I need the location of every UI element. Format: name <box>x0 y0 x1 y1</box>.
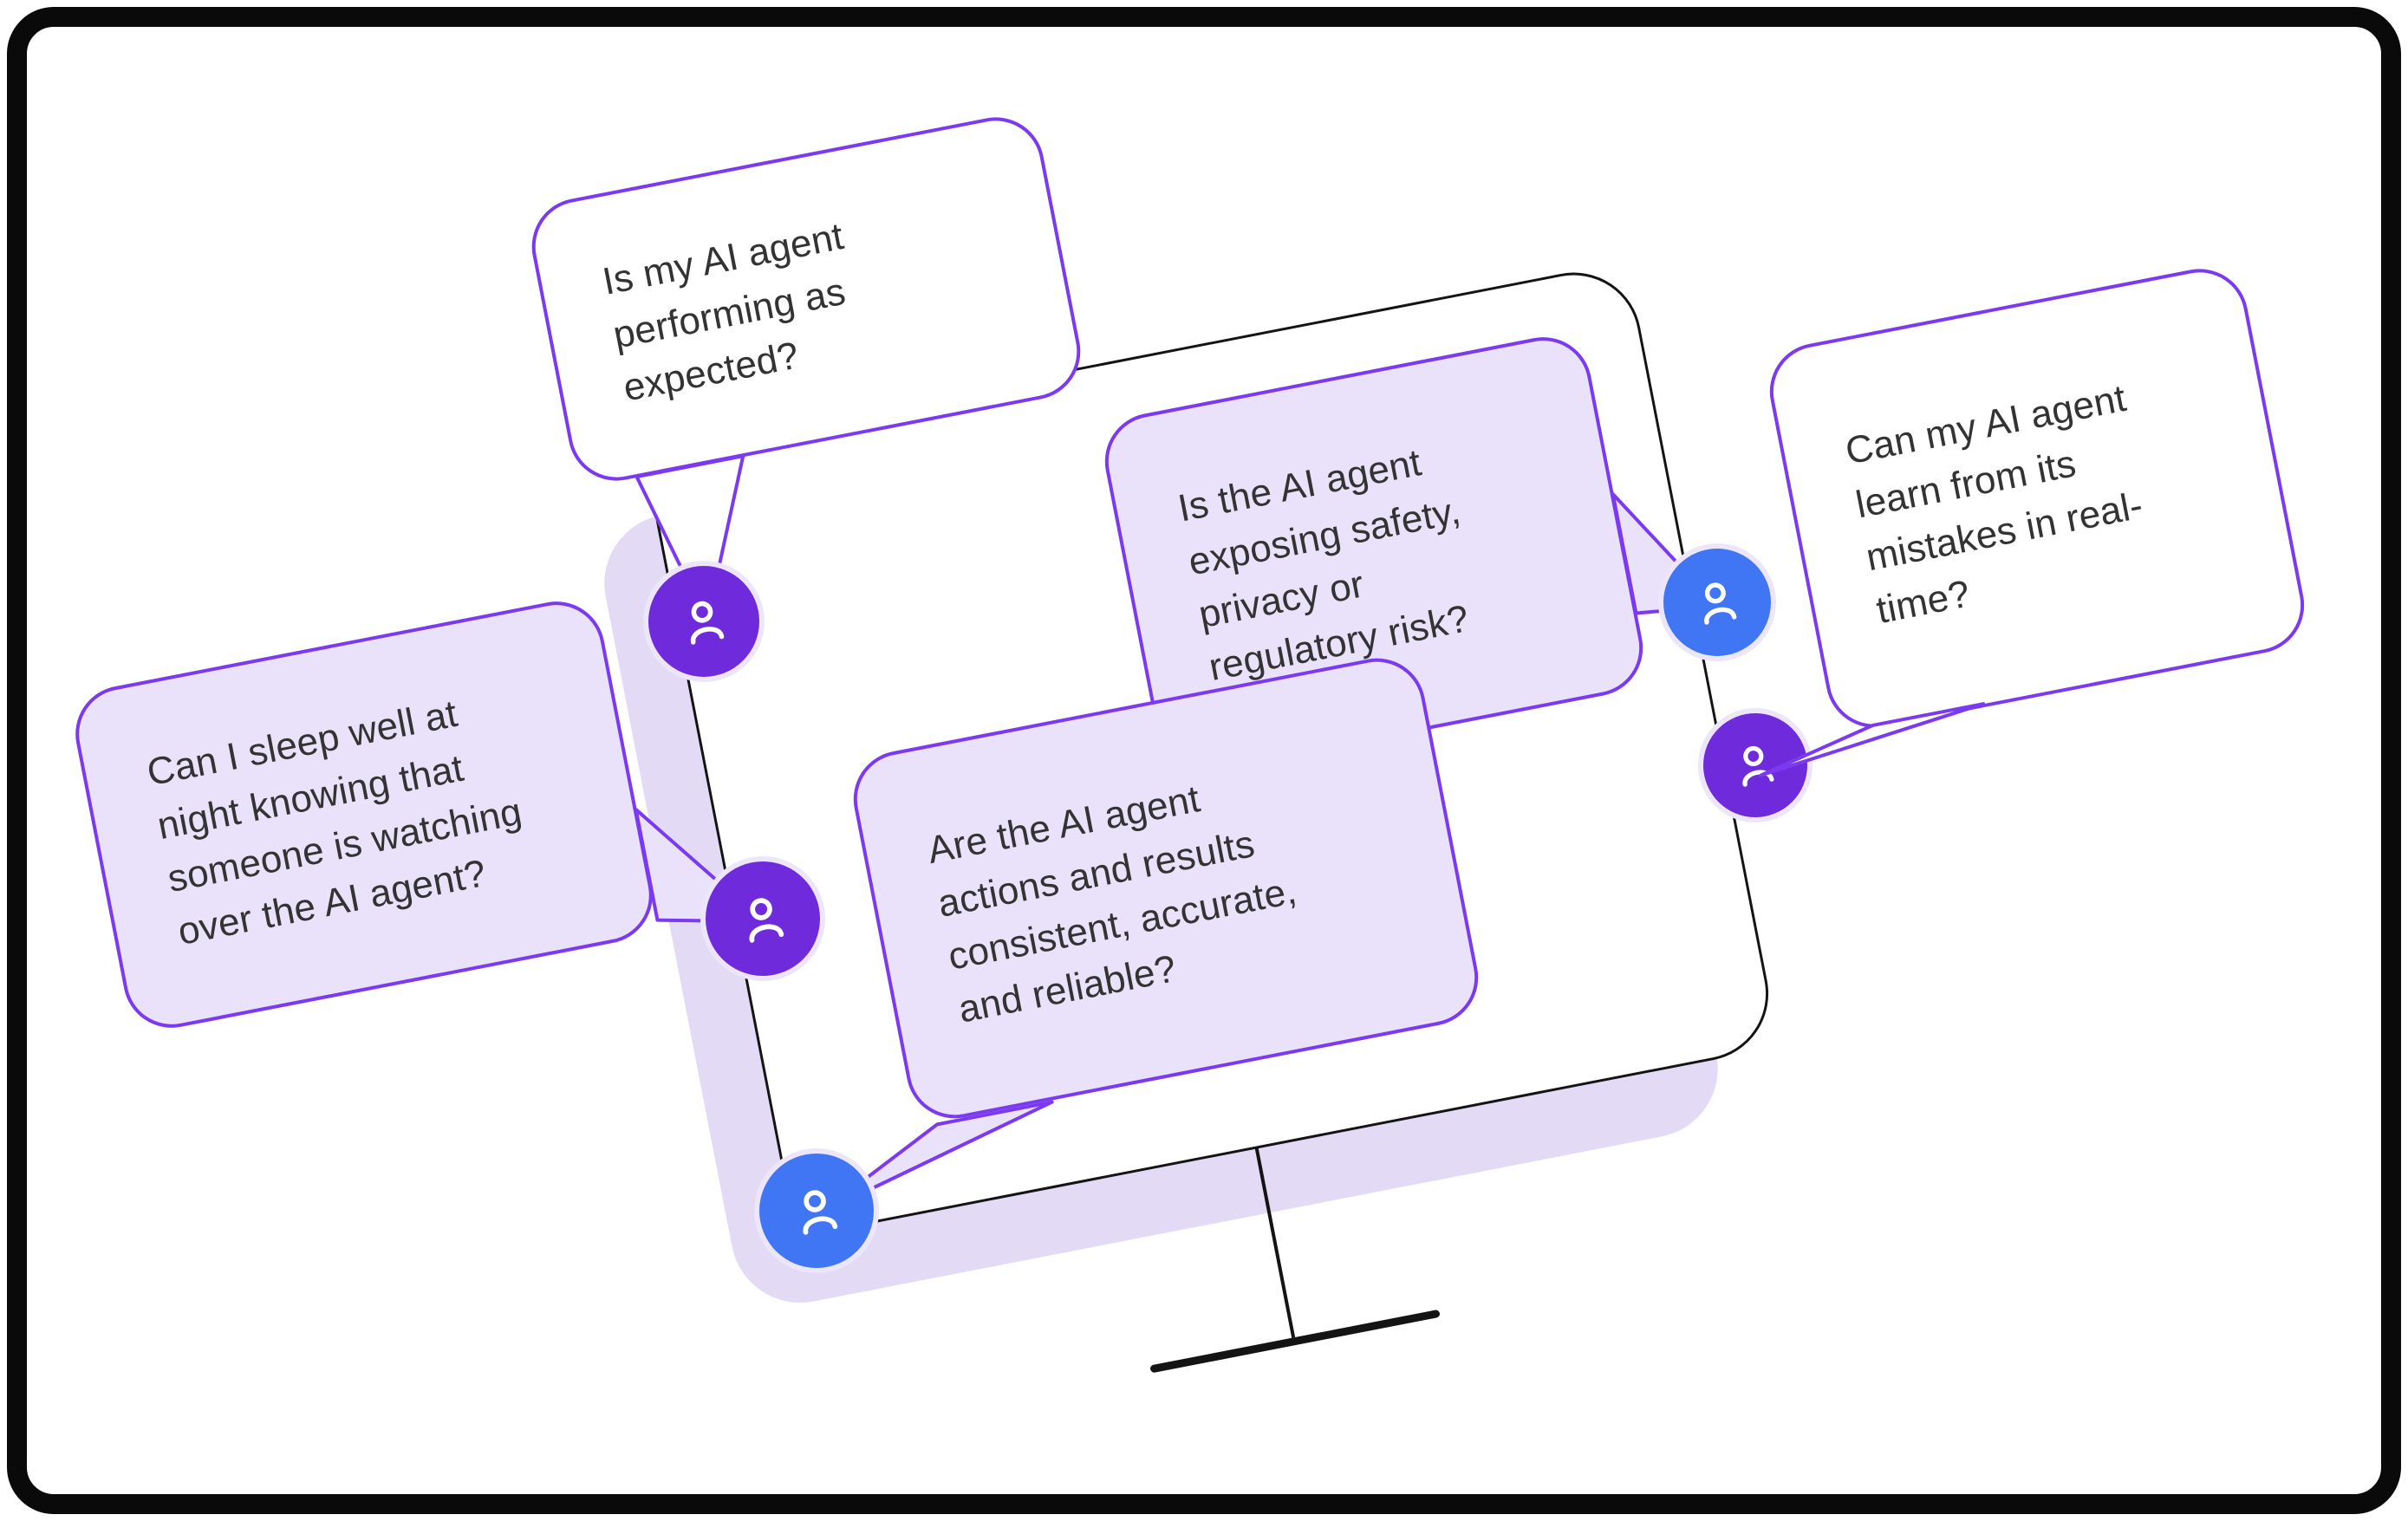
user-avatar <box>759 1154 874 1268</box>
monitor-stand-base <box>1149 1309 1441 1374</box>
person-icon <box>1704 582 1737 625</box>
person-icon <box>690 601 725 645</box>
bubble-text-learning: Can my AI agent learn from its mistakes … <box>1842 376 2147 633</box>
bubble-tail <box>1759 702 1986 777</box>
speech-bubble-oversight: Can I sleep well at night knowing that s… <box>67 593 765 1037</box>
speech-bubble-reliability: Are the AI agent actions and results con… <box>818 650 1487 1215</box>
user-avatar <box>1663 549 1771 656</box>
bubble-tail <box>818 1100 1054 1215</box>
speech-bubble-learning: Can my AI agent learn from its mistakes … <box>1759 260 2313 777</box>
bubble-tail <box>635 454 745 623</box>
user-avatar <box>648 566 759 677</box>
speech-bubble-performance: Is my AI agent performing as expected? <box>524 108 1089 623</box>
person-icon <box>1742 746 1774 787</box>
person-icon <box>749 897 784 943</box>
bubble-text-oversight: Can I sleep well at night knowing that s… <box>143 692 525 954</box>
bubble-text-reliability: Are the AI agent actions and results con… <box>924 777 1300 1032</box>
bubble-text-performance: Is my AI agent performing as expected? <box>599 215 849 410</box>
person-icon <box>803 1189 837 1235</box>
user-avatar <box>706 861 820 976</box>
